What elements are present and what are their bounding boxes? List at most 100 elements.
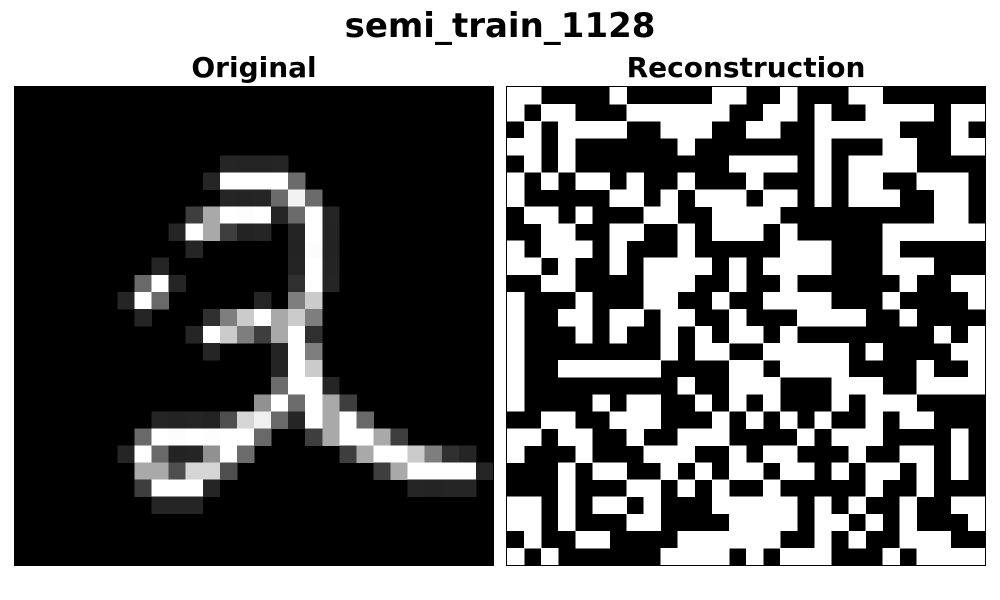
reconstruction-pixel xyxy=(711,291,730,310)
reconstruction-pixel xyxy=(507,104,525,122)
original-image-panel xyxy=(14,86,494,566)
reconstruction-pixel xyxy=(694,547,713,565)
reconstruction-pixel xyxy=(541,240,559,259)
reconstruction-pixel xyxy=(541,411,559,429)
reconstruction-pixel xyxy=(694,530,713,549)
original-pixel xyxy=(288,240,306,259)
original-pixel xyxy=(185,445,204,463)
reconstruction-pixel xyxy=(916,479,935,498)
reconstruction-pixel xyxy=(507,308,525,327)
reconstruction-pixel xyxy=(882,257,900,276)
original-pixel xyxy=(151,291,169,310)
original-pixel xyxy=(288,308,306,327)
original-pixel xyxy=(254,172,272,190)
original-pixel xyxy=(441,479,460,498)
reconstruction-pixel xyxy=(763,445,781,463)
reconstruction-pixel xyxy=(711,530,730,549)
reconstruction-pixel xyxy=(882,462,900,480)
reconstruction-pixel xyxy=(831,394,849,412)
original-image xyxy=(117,155,493,515)
reconstruction-pixel xyxy=(797,291,815,310)
original-pixel xyxy=(254,428,272,446)
original-pixel xyxy=(202,445,221,463)
reconstruction-pixel xyxy=(746,326,764,344)
reconstruction-pixel xyxy=(660,462,679,480)
reconstruction-pixel xyxy=(643,394,661,412)
reconstruction-pixel xyxy=(746,206,764,224)
reconstruction-pixel xyxy=(711,496,730,515)
original-pixel xyxy=(271,394,289,412)
reconstruction-pixel xyxy=(728,308,747,327)
reconstruction-pixel xyxy=(865,343,883,361)
original-pixel xyxy=(288,257,306,276)
reconstruction-pixel xyxy=(848,308,866,327)
reconstruction-pixel xyxy=(558,411,576,429)
original-pixel xyxy=(305,308,323,327)
reconstruction-pixel xyxy=(524,496,542,515)
original-pixel xyxy=(305,240,323,259)
reconstruction-pixel xyxy=(933,189,952,207)
reconstruction-pixel xyxy=(882,104,900,122)
reconstruction-pixel xyxy=(558,428,576,446)
reconstruction-pixel xyxy=(728,223,747,241)
reconstruction-pixel xyxy=(558,223,576,241)
reconstruction-pixel xyxy=(694,121,713,139)
reconstruction-pixel xyxy=(575,360,593,378)
reconstruction-pixel xyxy=(950,223,969,241)
reconstruction-pixel xyxy=(507,428,525,446)
original-pixel xyxy=(288,343,306,361)
reconstruction-pixel xyxy=(677,172,696,190)
reconstruction-pixel xyxy=(524,257,542,276)
original-pixel xyxy=(117,291,135,310)
original-pixel xyxy=(236,445,255,463)
original-pixel xyxy=(236,223,255,241)
reconstruction-pixel xyxy=(524,513,542,532)
original-pixel xyxy=(288,411,306,429)
reconstruction-pixel xyxy=(950,189,969,207)
original-pixel xyxy=(322,257,340,276)
original-pixel xyxy=(322,206,340,224)
reconstruction-pixel xyxy=(660,291,679,310)
original-pixel xyxy=(424,479,443,498)
reconstruction-pixel xyxy=(950,496,969,515)
reconstruction-pixel xyxy=(831,360,849,378)
reconstruction-pixel xyxy=(609,496,627,515)
reconstruction-pixel xyxy=(899,394,918,412)
reconstruction-pixel xyxy=(677,530,696,549)
reconstruction-pixel xyxy=(728,513,747,532)
reconstruction-pixel xyxy=(916,462,935,480)
reconstruction-pixel xyxy=(746,121,764,139)
original-pixel xyxy=(254,189,272,207)
reconstruction-pixel xyxy=(967,547,985,565)
reconstruction-pixel xyxy=(797,343,815,361)
original-pixel xyxy=(219,172,238,190)
reconstruction-pixel xyxy=(575,530,593,549)
reconstruction-pixel xyxy=(780,326,798,344)
reconstruction-pixel xyxy=(814,291,832,310)
reconstruction-pixel xyxy=(575,445,593,463)
original-pixel xyxy=(236,326,255,344)
reconstruction-pixel xyxy=(677,138,696,156)
original-pixel xyxy=(219,223,238,241)
original-pixel xyxy=(202,223,221,241)
reconstruction-pixel xyxy=(677,274,696,293)
reconstruction-pixel xyxy=(609,121,627,139)
original-pixel xyxy=(288,326,306,344)
reconstruction-pixel xyxy=(899,257,918,276)
reconstruction-pixel xyxy=(882,547,900,565)
original-pixel xyxy=(407,445,426,463)
original-pixel xyxy=(288,206,306,224)
reconstruction-pixel xyxy=(677,445,696,463)
reconstruction-pixel xyxy=(967,377,985,395)
reconstruction-pixel xyxy=(882,189,900,207)
original-pixel xyxy=(339,445,357,463)
reconstruction-pixel xyxy=(797,462,815,480)
original-pixel xyxy=(322,394,340,412)
original-pixel xyxy=(305,326,323,344)
reconstruction-pixel xyxy=(763,513,781,532)
reconstruction-pixel xyxy=(814,257,832,276)
reconstruction-pixel xyxy=(967,138,985,156)
reconstruction-pixel xyxy=(950,206,969,224)
reconstruction-pixel xyxy=(524,428,542,446)
reconstruction-pixel xyxy=(865,394,883,412)
